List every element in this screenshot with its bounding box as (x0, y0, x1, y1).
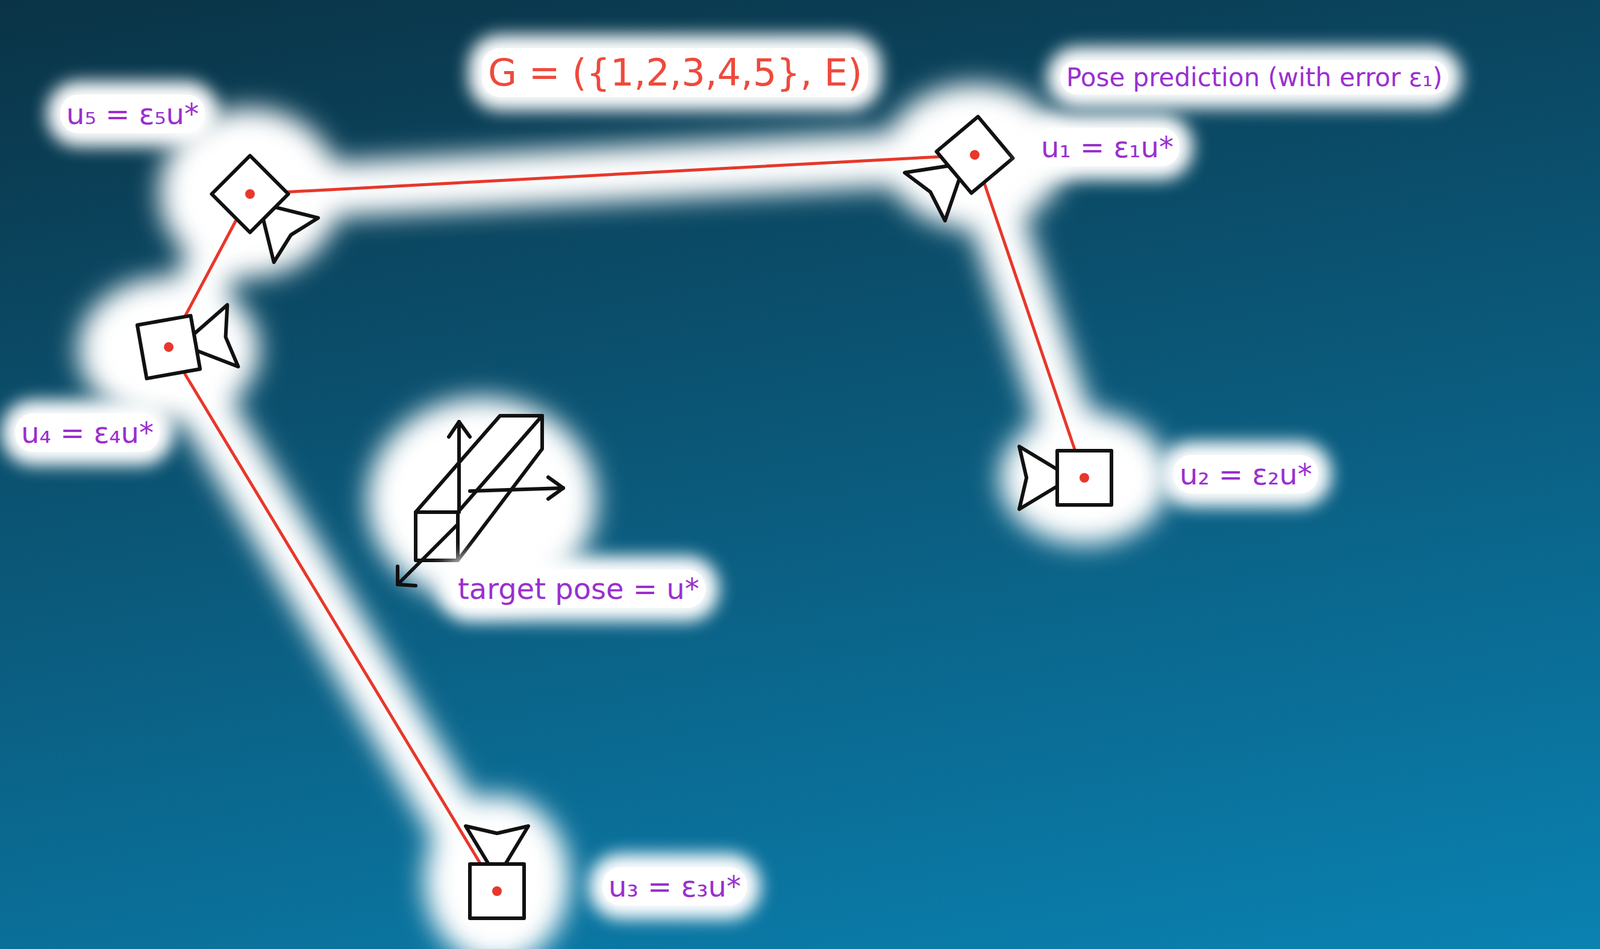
camera-icon (96, 274, 241, 420)
pose-label: u₄ = ε₄u* (15, 413, 160, 452)
camera-node: u₁ = ε₁u* (947, 127, 1002, 182)
graph-edge (983, 181, 1075, 451)
camera-node: u₂ = ε₂u* (1057, 450, 1112, 505)
camera-node: u₃ = ε₃u* (469, 863, 525, 919)
pose-label: u₃ = ε₃u* (602, 866, 747, 906)
pose-label: u₁ = ε₁u* (1034, 127, 1180, 167)
graph-edge (277, 156, 948, 193)
camera-icon (1012, 405, 1157, 550)
pose-label: u₅ = ε₅u* (60, 94, 205, 134)
camera-icon (424, 818, 570, 949)
camera-icon (177, 121, 323, 267)
camera-icon (902, 82, 1047, 228)
camera-node: u₄ = ε₄u* (141, 319, 196, 375)
graph-edge (184, 374, 481, 864)
diagram-title: G = ({1,2,3,4,5}, E) (481, 48, 869, 97)
target-label: target pose = u* (451, 569, 706, 608)
annotation-note: Pose prediction (with error ε₁) (1060, 60, 1449, 95)
pose-label: u₂ = ε₂u* (1173, 454, 1319, 494)
camera-node: u₅ = ε₅u* (222, 166, 278, 222)
